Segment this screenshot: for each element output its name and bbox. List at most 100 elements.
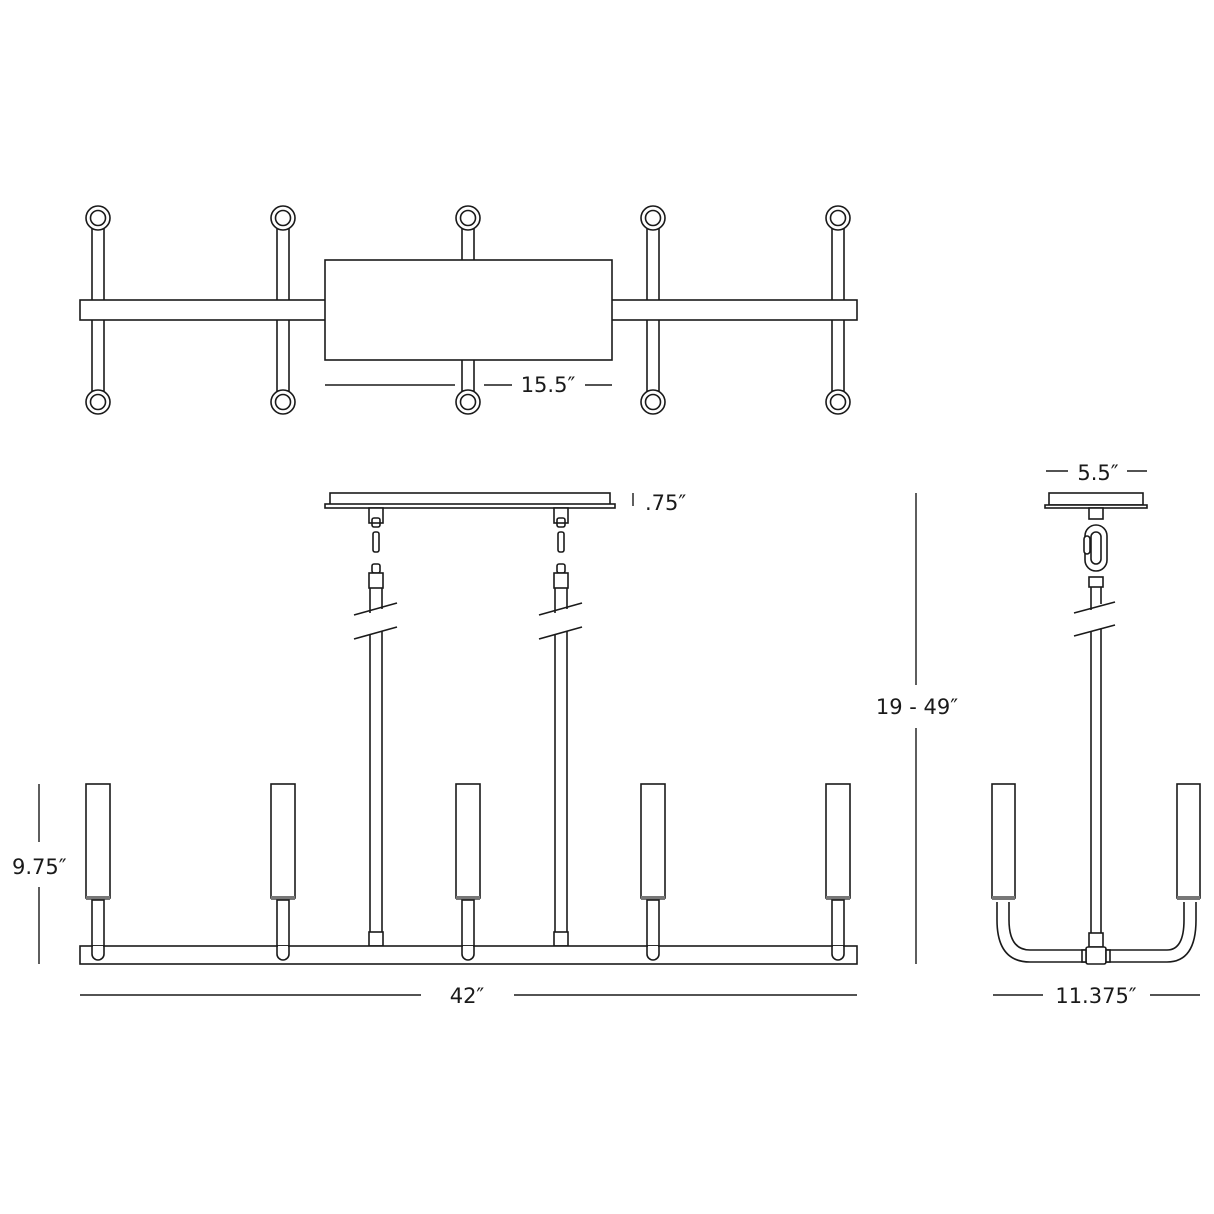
socket-stem-lower	[833, 946, 843, 954]
socket-ring-inner-icon	[459, 209, 477, 227]
top-view-arm	[640, 205, 666, 415]
socket-bottom	[831, 953, 845, 961]
rod-mount	[553, 507, 569, 524]
shade-body	[85, 783, 111, 899]
socket-stem-lower	[463, 946, 473, 954]
dimension-label-overall-length: 42″	[450, 984, 485, 1008]
side-view-rod-break-top	[1073, 601, 1116, 614]
chain-link-top	[556, 517, 566, 528]
dimension-label-overall-height: 19 - 49″	[876, 695, 958, 719]
shade-rim	[271, 896, 295, 900]
shade-body	[455, 783, 481, 899]
suspension-rod	[353, 507, 398, 947]
side-view-rod-collar	[1088, 576, 1104, 588]
lamp-shade	[270, 783, 296, 947]
shade-body	[640, 783, 666, 899]
dimension-label-canopy-height: .75″	[645, 491, 686, 515]
socket-ring-outer-icon	[640, 205, 666, 231]
socket-stem	[646, 899, 660, 947]
lamp-shade	[455, 783, 481, 947]
socket-ring-outer-icon	[825, 205, 851, 231]
socket-ring-outer-icon	[85, 389, 111, 415]
dimension-label-body-height: 9.75″	[12, 855, 67, 879]
socket-ring-outer-icon	[270, 205, 296, 231]
front-view: .75″ 9.75″ 42″ 19 - 49″	[12, 491, 958, 1008]
socket-ring-outer-icon	[455, 389, 481, 415]
side-view-shade-right-rim	[1177, 896, 1200, 900]
rod-collar	[368, 572, 384, 589]
rod-base-fitting	[553, 931, 569, 947]
socket-ring-outer-icon	[640, 389, 666, 415]
dimension-label-overall-width: 11.375″	[1055, 984, 1136, 1008]
rod-break-mark	[538, 626, 583, 640]
rod-break-mark	[353, 602, 398, 616]
chain-link-middle	[557, 531, 565, 553]
side-view-hub	[1085, 946, 1107, 965]
dimension-label-canopy-width: 5.5″	[1077, 461, 1118, 485]
side-view-hub-right-ring	[1105, 949, 1111, 963]
side-view-shade-right	[1176, 783, 1201, 899]
lamp-shade	[85, 783, 111, 947]
socket-bottom	[461, 953, 475, 961]
socket-bottom	[646, 953, 660, 961]
side-view-rod-break-bottom	[1073, 624, 1116, 637]
socket-bottom	[276, 953, 290, 961]
side-view-hub-top	[1088, 932, 1104, 948]
socket-ring-inner-icon	[274, 393, 292, 411]
top-view-canopy	[324, 259, 613, 361]
socket-ring-inner-icon	[459, 393, 477, 411]
socket-stem-lower	[93, 946, 103, 954]
front-view-suspension-rods	[353, 507, 583, 947]
side-view-link-gate	[1083, 535, 1091, 555]
socket-ring-outer-icon	[85, 205, 111, 231]
chain-link-bottom	[371, 563, 381, 574]
socket-stem	[461, 899, 475, 947]
lamp-shade	[825, 783, 851, 947]
side-view: 5.5″ 11.375″	[991, 461, 1201, 1008]
suspension-rod	[538, 507, 583, 947]
socket-ring-outer-icon	[825, 389, 851, 415]
rod-base-fitting	[368, 931, 384, 947]
socket-ring-outer-icon	[455, 205, 481, 231]
side-view-shade-left-rim	[992, 896, 1015, 900]
shade-body	[825, 783, 851, 899]
front-view-lamp-shades	[85, 783, 851, 947]
socket-stem-lower	[648, 946, 658, 954]
rod-break-mark	[538, 602, 583, 616]
socket-stem	[276, 899, 290, 947]
socket-bottom	[91, 953, 105, 961]
socket-stem	[831, 899, 845, 947]
side-view-shade-left	[991, 783, 1016, 899]
lamp-shade	[640, 783, 666, 947]
socket-ring-inner-icon	[274, 209, 292, 227]
front-view-socket-caps	[91, 946, 845, 961]
socket-ring-inner-icon	[644, 209, 662, 227]
socket-ring-inner-icon	[829, 209, 847, 227]
top-view: 15.5″	[79, 205, 858, 415]
chain-link-bottom	[556, 563, 566, 574]
socket-stem-lower	[278, 946, 288, 954]
socket-ring-inner-icon	[644, 393, 662, 411]
chain-link-top	[371, 517, 381, 528]
side-view-hub-left-ring	[1081, 949, 1087, 963]
side-view-canopy-mount	[1088, 507, 1104, 520]
rod-break-mark	[353, 626, 398, 640]
shade-body	[270, 783, 296, 899]
socket-cap	[91, 946, 105, 961]
socket-ring-inner-icon	[829, 393, 847, 411]
socket-ring-inner-icon	[89, 393, 107, 411]
socket-ring-outer-icon	[270, 389, 296, 415]
socket-stem	[91, 899, 105, 947]
chain-link-middle	[372, 531, 380, 553]
rod-mount	[368, 507, 384, 524]
socket-cap	[831, 946, 845, 961]
shade-rim	[86, 896, 110, 900]
socket-cap	[276, 946, 290, 961]
socket-cap	[461, 946, 475, 961]
front-view-canopy-lip	[324, 503, 616, 509]
shade-rim	[826, 896, 850, 900]
side-view-canopy-plate	[1048, 492, 1144, 506]
socket-cap	[646, 946, 660, 961]
socket-ring-inner-icon	[89, 209, 107, 227]
side-view-chain-link-inner	[1090, 531, 1102, 565]
